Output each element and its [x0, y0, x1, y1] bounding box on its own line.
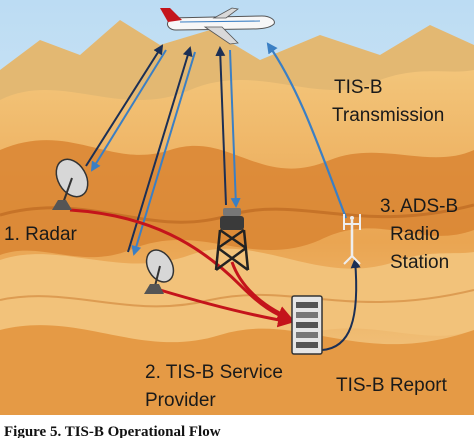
adsb-label-line1: 3. ADS-B — [380, 196, 458, 217]
tisb-uplink-arrow — [266, 42, 348, 219]
dune-shadow-2 — [0, 325, 474, 415]
surveillance-data-flow — [69, 208, 295, 328]
adsb-antenna-icon — [343, 214, 361, 265]
aircraft-icon — [160, 7, 275, 45]
radar-3-links — [215, 46, 241, 208]
tisb-report-label: TIS-B Report — [336, 375, 448, 396]
radar-2-links — [127, 46, 196, 256]
radar-dish-1-icon — [52, 158, 89, 210]
figure-caption: Figure 5. TIS-B Operational Flow — [4, 424, 221, 438]
tisb-transmission-label-line2: Transmission — [332, 105, 444, 126]
tisb-transmission-label-line1: TIS-B — [334, 77, 383, 98]
radar-dish-2-icon — [144, 249, 175, 294]
radar-label: 1. Radar — [4, 224, 78, 245]
adsb-label-line2: Radio — [390, 224, 440, 245]
service-provider-label-line2: Provider — [145, 390, 216, 411]
radar-1-links — [85, 44, 167, 172]
dune-ridge-line-2 — [0, 289, 474, 308]
radar-tower-icon — [214, 208, 250, 272]
service-provider-server-icon — [291, 295, 323, 355]
service-provider-label-line1: 2. TIS-B Service — [145, 362, 283, 383]
adsb-label-line3: Station — [390, 252, 449, 273]
caption-background — [0, 415, 474, 438]
tisb-report-flow — [321, 258, 361, 351]
